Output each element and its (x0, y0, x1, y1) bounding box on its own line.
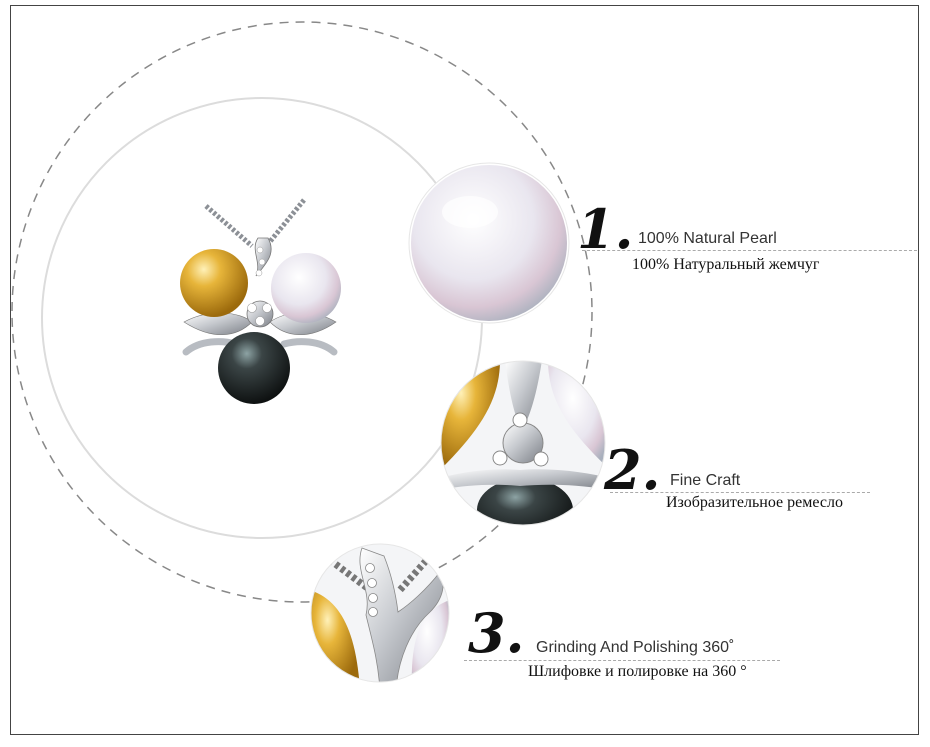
feature-1-title-ru: 100% Натуральный жемчуг (632, 256, 820, 273)
feature-2-title-en: Fine Craft (670, 472, 741, 489)
feature-1-divider (582, 250, 917, 251)
outer-dashed-circle (11, 21, 593, 603)
feature-1-number: 1. (577, 197, 634, 261)
white-pearl-closeup (408, 162, 570, 324)
feature-3-number: 3. (468, 601, 525, 665)
feature-2-number: 2. (604, 438, 661, 502)
product-frame (10, 5, 919, 735)
pendant-image (180, 198, 341, 404)
feature-3-divider (464, 660, 780, 661)
setting-closeup (440, 360, 606, 526)
polish-closeup (310, 543, 450, 683)
feature-1-title-en: 100% Natural Pearl (638, 230, 777, 247)
feature-2-divider (610, 492, 870, 493)
feature-3-title-en: Grinding And Polishing 360˚ (536, 639, 735, 656)
feature-2-title-ru: Изобразительное ремесло (666, 494, 843, 511)
feature-3-title-ru: Шлифовке и полировке на 360 ° (528, 663, 747, 680)
